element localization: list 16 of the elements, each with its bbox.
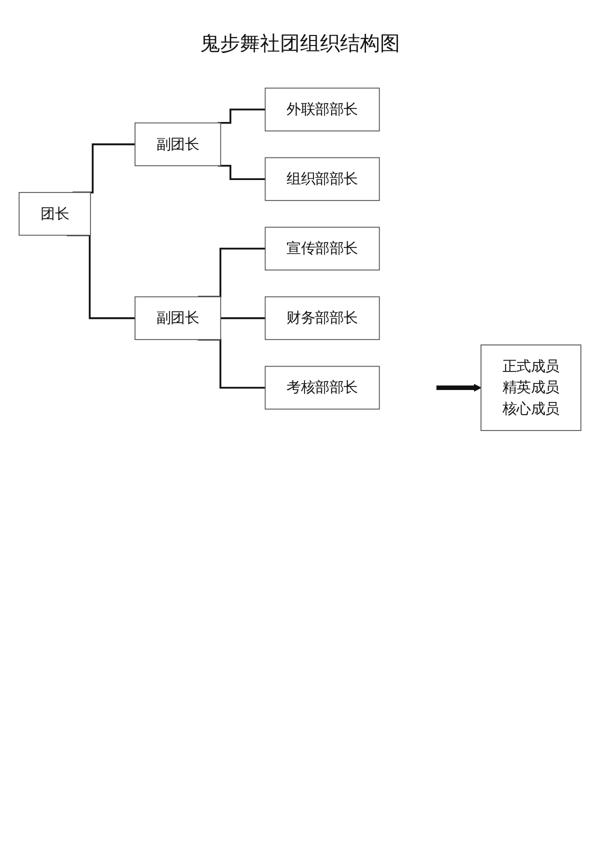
node-box: 财务部部长 [264,296,380,340]
connector [220,317,266,320]
node-box: 副团长 [134,296,222,340]
diagram-title: 鬼步舞社团组织结构图 [200,30,400,57]
connector [218,108,266,124]
node-box: 宣传部部长 [264,226,380,270]
connector [218,164,266,180]
arrow [436,384,482,392]
node-box: 组织部部长 [264,157,380,201]
node-box: 团长 [18,192,91,236]
connector [198,248,266,298]
node-box: 正式成员 精英成员 核心成员 [480,344,582,431]
node-box: 外联部部长 [264,88,380,132]
node-box: 考核部部长 [264,366,380,410]
node-box: 副团长 [134,122,222,166]
connector [66,234,136,320]
